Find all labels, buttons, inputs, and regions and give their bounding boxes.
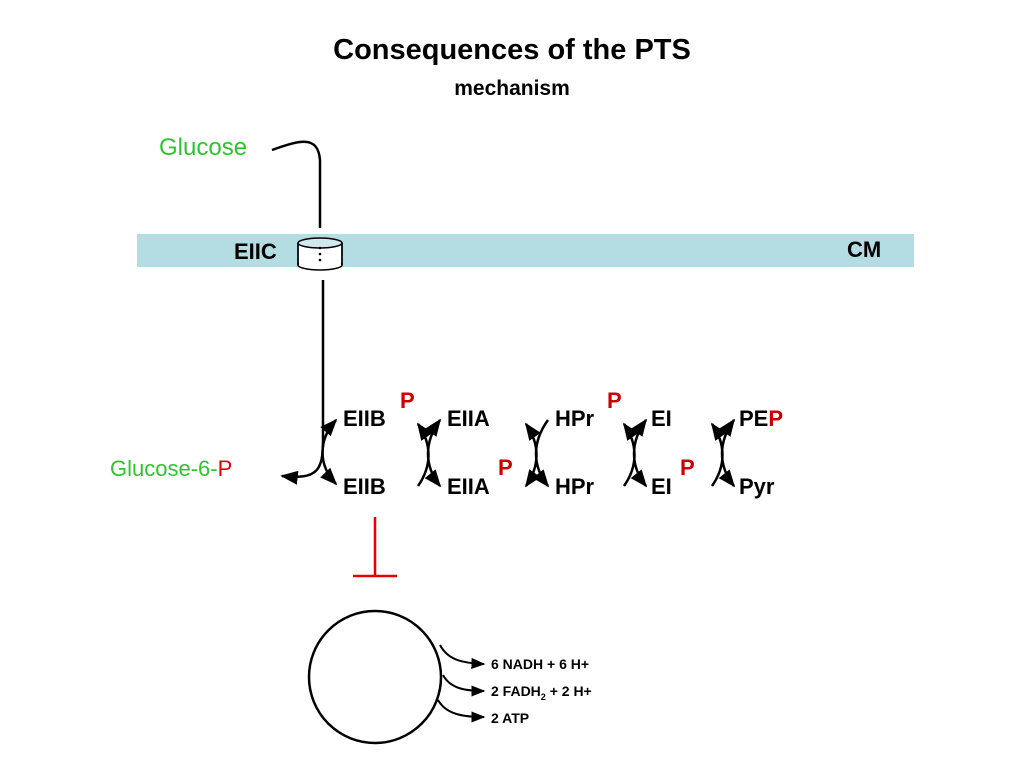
pyr-label: Pyr — [739, 474, 775, 499]
hpr-top: HPr — [555, 406, 595, 431]
glucose-6-p-label: Glucose-6-P — [110, 458, 232, 480]
fadh-suffix: + 2 H+ — [545, 683, 592, 699]
pep-phospho: P — [768, 406, 784, 431]
pep-label: PEP — [739, 408, 783, 430]
glucose-label: Glucose — [159, 134, 248, 161]
glucose-6-phospho: P — [217, 456, 233, 481]
eiic-transporter-icon — [297, 237, 343, 271]
phospho-eiib: P — [400, 388, 415, 413]
glucose-6-prefix: Glucose-6- — [110, 456, 218, 481]
eiic-label: EIIC — [234, 239, 277, 264]
output-arrows — [437, 644, 486, 723]
membrane-label: CM — [847, 237, 882, 262]
phospho-ei: P — [680, 455, 695, 480]
page-subtitle: mechanism — [454, 77, 570, 100]
glucose-path-outside — [271, 140, 322, 228]
fadh-subscript: 2 — [540, 691, 546, 702]
tca-cycle-circle — [307, 609, 443, 745]
fadh-prefix: 2 FADH — [491, 683, 541, 699]
page-title: Consequences of the PTS — [333, 34, 691, 66]
ei-bottom: EI — [651, 474, 672, 499]
eiia-bottom: EIIA — [447, 474, 490, 499]
ei-top: EI — [651, 406, 672, 431]
phosphoryl-transfer-arrows — [320, 418, 736, 488]
phospho-hpr: P — [607, 388, 622, 413]
nadh-output: 6 NADH + 6 H+ — [491, 656, 590, 672]
phospho-eiia: P — [498, 455, 513, 480]
eiib-bottom: EIIB — [343, 474, 386, 499]
atp-output: 2 ATP — [491, 710, 530, 726]
inhibition-icon — [353, 517, 397, 578]
cell-membrane — [137, 234, 914, 267]
hpr-bottom: HPr — [555, 474, 595, 499]
eiia-top: EIIA — [447, 406, 490, 431]
glucose-path-inside — [280, 280, 325, 485]
fadh-output: 2 FADH2 + 2 H+ — [491, 684, 592, 702]
pep-prefix: PE — [739, 406, 769, 431]
eiib-top: EIIB — [343, 406, 386, 431]
